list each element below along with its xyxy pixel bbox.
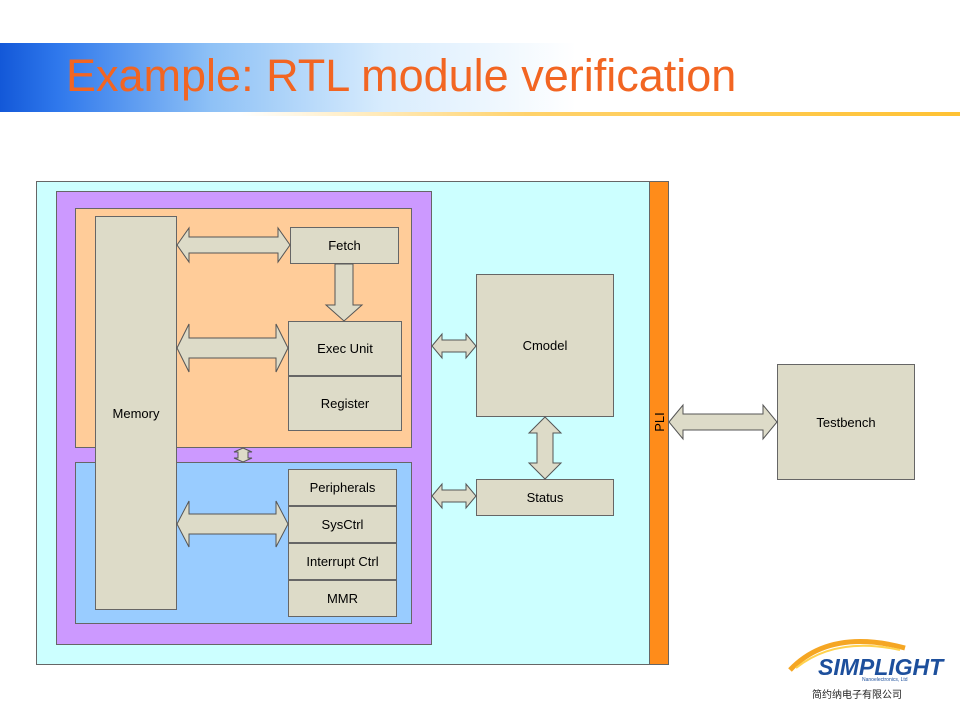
sysctrl-block: SysCtrl [288, 506, 397, 543]
title-banner [0, 43, 960, 115]
arrow-cmodel-status [527, 416, 563, 480]
status-block: Status [476, 479, 614, 516]
logo-subtitle: Nanoelectronics, Ltd [862, 677, 908, 683]
memory-block: Memory [95, 216, 177, 610]
arrow-dut-status [431, 482, 477, 510]
exec-unit-block: Exec Unit [288, 321, 402, 376]
register-block: Register [288, 376, 402, 431]
cmodel-block: Cmodel [476, 274, 614, 417]
mmr-block: MMR [288, 580, 397, 617]
logo-company-name: 简约纳电子有限公司 [812, 690, 902, 701]
arrow-memory-peripherals [176, 500, 289, 548]
pli-bar [649, 181, 669, 665]
logo-brand: SIMPLIGHT [818, 654, 944, 680]
testbench-block: Testbench [777, 364, 915, 480]
peripherals-block: Peripherals [288, 469, 397, 506]
arrow-core-periph [233, 447, 253, 463]
arrow-dut-cmodel [431, 332, 477, 360]
arrow-memory-fetch [176, 226, 291, 264]
arrow-pli-testbench [668, 403, 778, 441]
interrupt-ctrl-block: Interrupt Ctrl [288, 543, 397, 580]
title-underline [0, 112, 960, 116]
page-title: Example: RTL module verification [66, 50, 737, 101]
arrow-memory-exec [176, 323, 289, 373]
arrow-fetch-exec [324, 263, 364, 322]
